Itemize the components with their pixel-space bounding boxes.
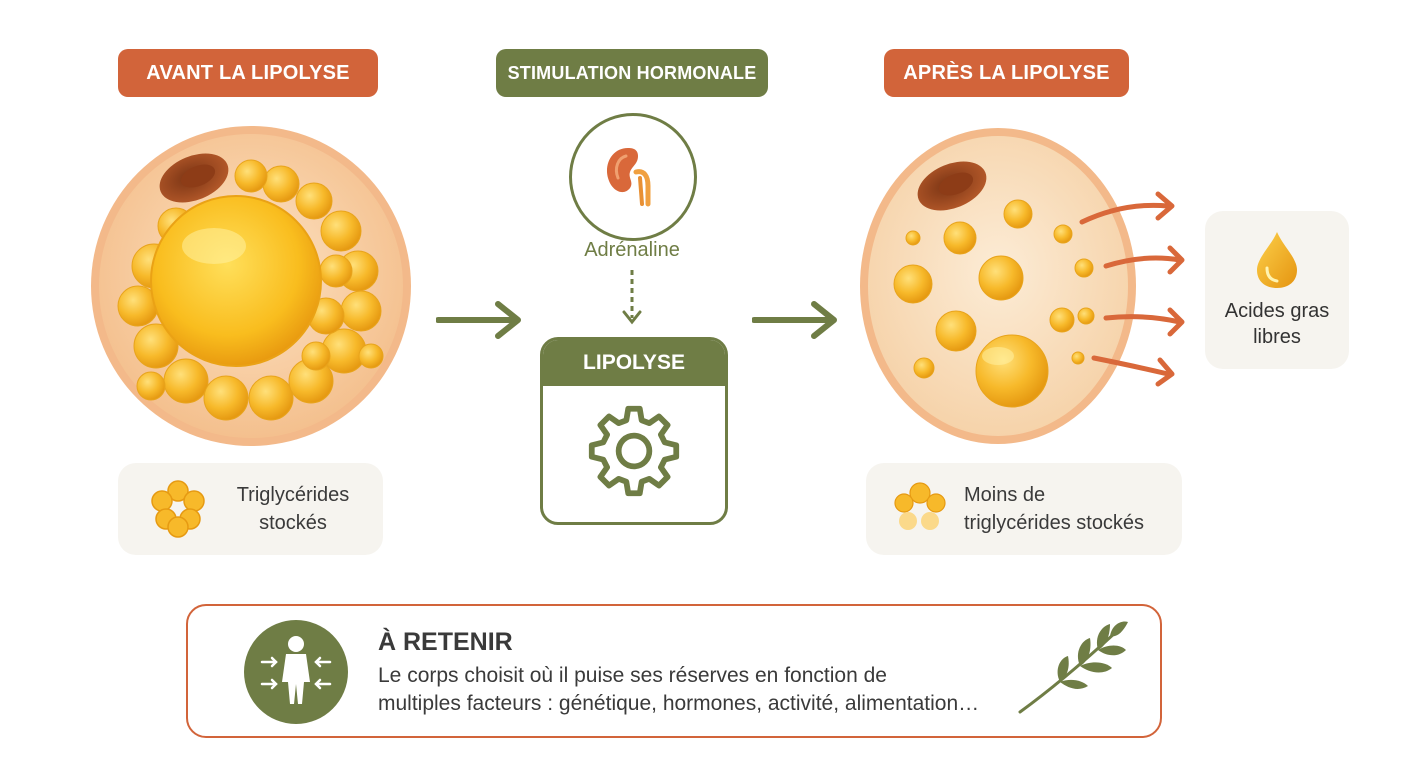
stored-triglycerides-card: Triglycérides stockés xyxy=(118,463,383,555)
takeaway-text: Le corps choisit où il puise ses réserve… xyxy=(378,664,980,715)
sparse-triglyceride-icon xyxy=(894,482,946,530)
fewer-triglycerides-label: Moins de triglycérides stockés xyxy=(964,484,1145,534)
human-body-icon xyxy=(260,636,332,704)
adrenaline-label: Adrénaline xyxy=(584,239,680,261)
flow-arrow-right xyxy=(436,301,521,339)
leaf-branch-icon xyxy=(1018,621,1128,714)
flow-arrow-right xyxy=(752,301,837,339)
fat-cell-full-illustration xyxy=(91,126,411,446)
free-fatty-acids-card: Acides gras libres xyxy=(1205,211,1349,369)
takeaway-title: À RETENIR xyxy=(378,628,513,656)
kidney-icon-circle xyxy=(569,113,697,241)
header-hormonal-stimulation: STIMULATION HORMONALE xyxy=(496,49,768,97)
triglyceride-cluster-icon xyxy=(151,480,205,538)
lipolysis-title: LIPOLYSE xyxy=(543,340,725,386)
header-after-lipolysis: APRÈS LA LIPOLYSE xyxy=(884,49,1129,97)
oil-drop-icon xyxy=(1257,232,1297,288)
lipolysis-process-box: LIPOLYSE xyxy=(540,337,728,525)
fatty-acid-release-arrows xyxy=(1079,191,1185,387)
body-factors-icon xyxy=(244,620,348,724)
key-takeaway-box: À RETENIR Le corps choisit où il puise s… xyxy=(186,604,1162,738)
free-fatty-acids-label: Acides gras libres xyxy=(1224,300,1330,348)
fewer-triglycerides-card: Moins de triglycérides stockés xyxy=(866,463,1182,555)
gear-icon xyxy=(588,405,680,497)
kidney-icon xyxy=(606,148,651,207)
fat-cell-depleted-illustration xyxy=(860,128,1136,444)
header-before-lipolysis: AVANT LA LIPOLYSE xyxy=(118,49,378,97)
dotted-arrow-down xyxy=(622,270,642,325)
stored-triglycerides-label: Triglycérides stockés xyxy=(236,484,350,534)
